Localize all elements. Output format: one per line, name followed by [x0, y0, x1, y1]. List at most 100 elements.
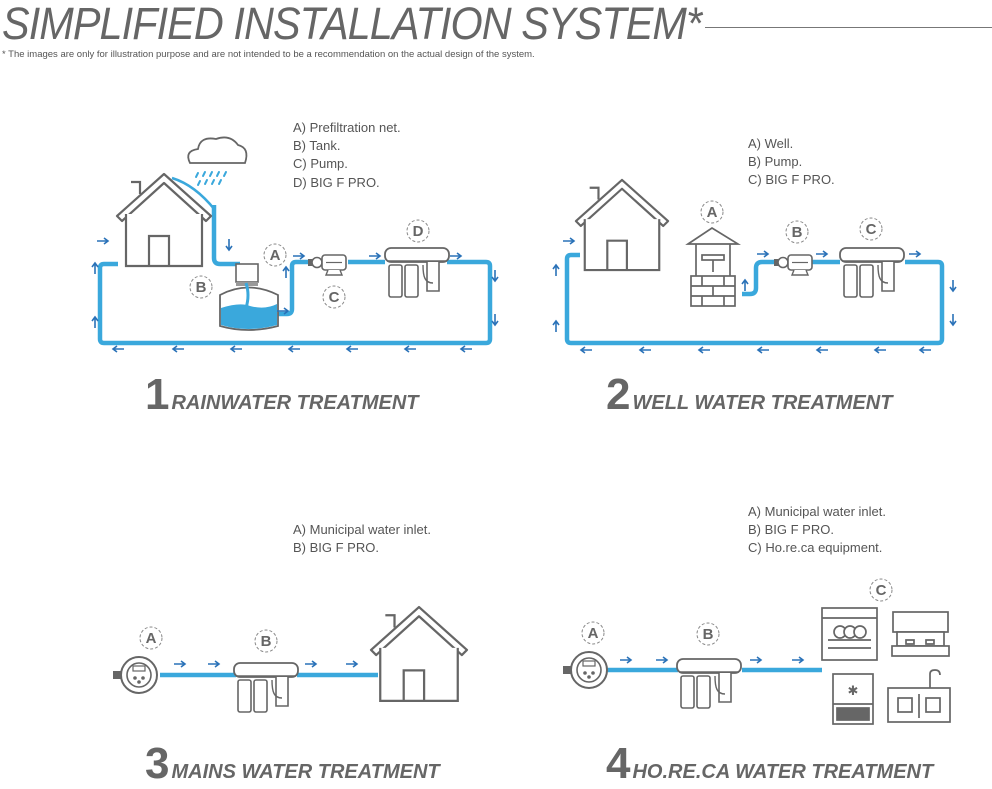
legend-item: B) BIG F PRO. — [293, 540, 379, 556]
flow-arrow-icon — [229, 345, 242, 353]
title-divider — [705, 27, 992, 28]
flow-arrow-icon — [792, 656, 805, 664]
pump-icon — [308, 254, 347, 276]
well-icon — [685, 226, 742, 307]
flow-arrow-icon — [638, 346, 651, 354]
section-title: MAINS WATER TREATMENT — [171, 761, 440, 783]
flow-arrow-icon — [918, 346, 931, 354]
svg-text:A: A — [270, 247, 281, 264]
flow-arrow-icon — [208, 660, 221, 668]
section-number: 3 — [145, 739, 170, 788]
flow-arrow-icon — [816, 250, 829, 258]
section-number: 4 — [606, 739, 631, 788]
flow-arrow-icon — [369, 252, 382, 260]
svg-text:✱: ✱ — [848, 683, 859, 698]
flow-arrow-icon — [282, 265, 290, 278]
legend-item: A) Well. — [748, 136, 794, 151]
filter-unit-icon — [676, 658, 742, 709]
flow-arrow-icon — [909, 250, 922, 258]
legend-item: A) Prefiltration net. — [293, 120, 401, 135]
flow-arrow-icon — [491, 314, 499, 327]
flow-arrow-icon — [620, 656, 633, 664]
filter-unit-icon — [233, 662, 299, 713]
flow-arrow-icon — [757, 250, 770, 258]
legend-item: C) Ho.re.ca equipment. — [748, 540, 883, 556]
coffee-machine-icon — [891, 611, 950, 657]
legend-item: B) Tank. — [293, 138, 341, 154]
svg-text:B: B — [261, 633, 272, 650]
pump-icon — [774, 254, 813, 276]
flow-arrow-icon — [949, 280, 957, 293]
marker-B: B — [254, 629, 278, 653]
legend-item: C) BIG F PRO. — [748, 172, 835, 188]
water-pipe — [564, 252, 945, 346]
flow-arrow-icon — [91, 261, 99, 274]
page-title: SIMPLIFIED INSTALLATION SYSTEM* — [2, 0, 702, 49]
flow-arrow-icon — [171, 345, 184, 353]
mains-water-diagram — [113, 605, 469, 713]
tank-icon — [219, 263, 279, 331]
marker-B: B — [785, 220, 809, 244]
svg-text:D: D — [413, 223, 424, 240]
disclaimer-note: * The images are only for illustration p… — [2, 49, 535, 60]
flow-arrows — [91, 237, 957, 668]
flow-arrow-icon — [579, 346, 592, 354]
flow-arrow-icon — [491, 270, 499, 283]
svg-text:C: C — [876, 582, 887, 599]
flow-arrow-icon — [459, 345, 472, 353]
flow-arrow-icon — [91, 315, 99, 328]
marker-C: C — [322, 285, 346, 309]
marker-C: C — [869, 578, 893, 602]
section-title: RAINWATER TREATMENT — [171, 392, 419, 414]
heading-horeca: 4 HO.RE.CA WATER TREATMENT — [606, 739, 933, 789]
legend-mains-water: A) Municipal water inlet. B) BIG F PRO. — [293, 521, 431, 557]
water-meter-icon — [113, 656, 158, 694]
flow-arrow-icon — [293, 252, 306, 260]
legend-item: B) Pump. — [748, 154, 803, 170]
flow-arrow-icon — [450, 252, 463, 260]
rain-cloud-icon — [187, 136, 248, 186]
flow-arrow-icon — [277, 307, 290, 315]
flow-arrow-icon — [563, 237, 576, 245]
marker-B: B — [696, 622, 720, 646]
flow-arrow-icon — [873, 346, 886, 354]
legend-item: B) BIG F PRO. — [748, 522, 834, 538]
section-title: WELL WATER TREATMENT — [632, 392, 893, 414]
svg-text:A: A — [146, 630, 157, 647]
svg-text:A: A — [707, 204, 718, 221]
flow-arrow-icon — [750, 656, 763, 664]
legend-horeca: A) Municipal water inlet. B) BIG F PRO. … — [748, 503, 886, 558]
flow-arrow-icon — [174, 660, 187, 668]
flow-arrow-icon — [552, 263, 560, 276]
rainwater-diagram — [97, 136, 493, 346]
flow-arrow-icon — [741, 278, 749, 291]
marker-D: D — [406, 219, 430, 243]
section-number: 1 — [145, 370, 170, 419]
legend-well-water: A) Well. B) Pump. C) BIG F PRO. — [748, 135, 835, 190]
water-pipe — [97, 259, 493, 346]
svg-text:A: A — [588, 625, 599, 642]
marker-A: A — [263, 243, 287, 267]
dishwasher-icon — [821, 607, 878, 661]
marker-A: A — [700, 200, 724, 224]
flow-arrow-icon — [949, 314, 957, 327]
house-icon — [369, 605, 469, 703]
svg-text:B: B — [792, 224, 803, 241]
house-icon — [115, 172, 213, 268]
marker-A: A — [581, 621, 605, 645]
flow-arrow-icon — [403, 345, 416, 353]
flow-arrow-icon — [815, 346, 828, 354]
water-meter-icon — [563, 651, 608, 689]
freezer-icon: ✱ — [832, 673, 874, 725]
flow-arrow-icon — [97, 237, 110, 245]
flow-arrow-icon — [756, 346, 769, 354]
heading-well-water: 2 WELL WATER TREATMENT — [606, 370, 892, 420]
flow-arrow-icon — [305, 660, 318, 668]
flow-arrow-icon — [697, 346, 710, 354]
marker-A: A — [139, 626, 163, 650]
marker-B: B — [189, 275, 213, 299]
legend-rainwater: A) Prefiltration net. B) Tank. C) Pump. … — [293, 119, 401, 192]
flow-arrow-icon — [225, 239, 233, 252]
legend-item: C) Pump. — [293, 156, 348, 172]
